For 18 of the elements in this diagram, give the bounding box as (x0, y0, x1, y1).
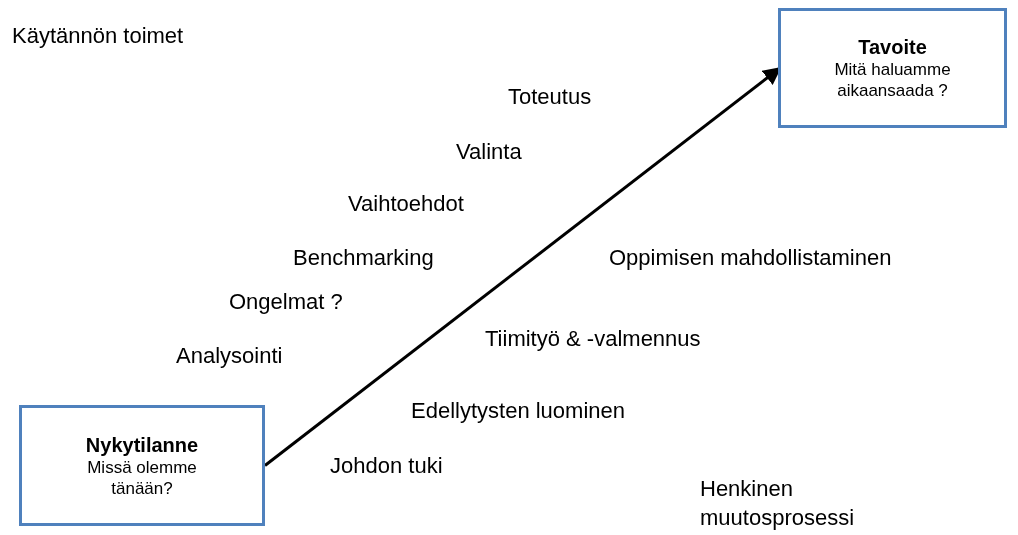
box-text: Missä olemme tänään? (86, 456, 198, 499)
step-label: Ongelmat ? (229, 289, 343, 315)
box-text: Mitä haluamme aikaansaada ? (833, 59, 952, 101)
text-box (19, 405, 265, 526)
step-label: Analysointi (176, 343, 283, 369)
step-label: Benchmarking (293, 245, 434, 271)
step-label: Valinta (456, 139, 522, 165)
step-label: Tiimityö & -valmennus (485, 326, 701, 352)
box-heading: Nykytilanne (85, 432, 199, 457)
text-box (778, 8, 1007, 128)
step-label: Toteutus (508, 84, 592, 110)
box-heading: Tavoite (858, 35, 927, 59)
step-label: Henkinen muutosprosessi (700, 475, 856, 532)
heading-text: Käytännön toimet (12, 23, 184, 49)
step-label: Johdon tuki (330, 453, 443, 479)
step-label: Vaihtoehdot (348, 191, 464, 217)
step-label: Edellytysten luominen (411, 398, 625, 424)
step-label: Oppimisen mahdollistaminen (609, 245, 892, 271)
